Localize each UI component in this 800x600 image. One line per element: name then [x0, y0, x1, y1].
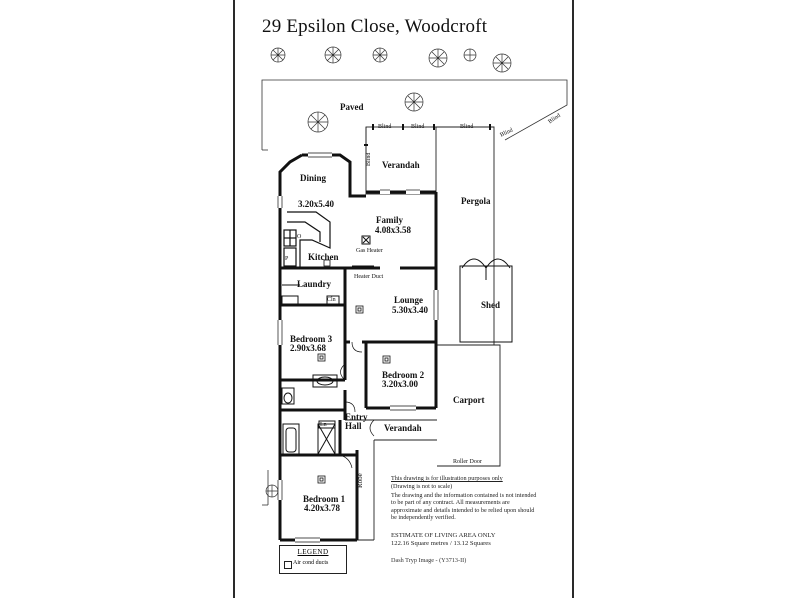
label-robe: Robe	[356, 473, 364, 488]
shrub-icon	[463, 48, 477, 62]
shower	[317, 423, 336, 455]
label-ln: Ln	[320, 422, 327, 428]
label-shed: Shed	[481, 300, 501, 310]
image-credit: Dash Tryp Image - (Y3713-II)	[391, 557, 467, 564]
shrub-icon	[372, 47, 388, 63]
label-blind-4: Blind	[366, 152, 372, 166]
site-boundary	[261, 79, 568, 150]
label-hall: Hall	[345, 421, 362, 431]
aircon-duct-icon	[323, 259, 331, 267]
label-lounge: Lounge	[394, 295, 424, 305]
label-carport: Carport	[453, 395, 485, 405]
shrub-icon	[270, 47, 286, 63]
label-verandah-rear: Verandah	[382, 160, 420, 170]
label-bedroom3: Bedroom 3	[290, 334, 333, 344]
dining-wall-west	[278, 153, 303, 268]
shrub-icon	[404, 92, 424, 112]
carport-outline	[437, 344, 501, 467]
vanity	[312, 374, 338, 388]
label-oven: O	[297, 234, 302, 240]
shrub-icon	[324, 46, 342, 64]
drawing-frame	[233, 0, 574, 598]
pergola-outline	[436, 126, 495, 346]
label-laundry: Laundry	[297, 279, 332, 289]
label-dining: Dining	[300, 173, 327, 183]
disclaimer-notes: This drawing is for illustration purpose…	[391, 475, 541, 522]
label-gas-heater: Gas Heater	[356, 248, 383, 254]
shrub-icon	[265, 484, 279, 498]
aircon-duct-legend-icon	[284, 561, 292, 569]
label-blind-3: Blind	[460, 124, 474, 130]
gas-heater-icon	[361, 235, 371, 245]
label-bedroom3-size: 2.90x3.68	[290, 343, 326, 353]
legend: LEGEND Air cond ducts	[279, 545, 347, 574]
label-pantry: P	[285, 256, 289, 262]
label-entry: Entry	[345, 412, 368, 422]
label-family: Family	[376, 215, 403, 225]
disclaimer-line2: (Drawing is not to scale)	[391, 483, 453, 491]
label-heater-duct: Heater Duct	[354, 274, 384, 280]
garden-shrubs	[265, 46, 512, 498]
shrub-icon	[428, 48, 448, 68]
shrub-icon	[492, 53, 512, 73]
label-kitchen: Kitchen	[308, 252, 339, 262]
label-dining-size: 3.20x5.40	[298, 199, 334, 209]
page-title: 29 Epsilon Close, Woodcroft	[262, 16, 488, 37]
disclaimer-line3: The drawing and the information containe…	[391, 491, 537, 522]
label-lounge-size: 5.30x3.40	[392, 305, 428, 315]
label-blind-1: Blind	[378, 124, 392, 130]
label-pergola: Pergola	[461, 196, 491, 206]
label-bedroom1: Bedroom 1	[303, 494, 346, 504]
bath	[282, 423, 300, 455]
label-roller-door: Roller Door	[453, 459, 482, 465]
shrub-icon	[307, 111, 329, 133]
estimate-value: 122.16 Square metres / 13.12 Squares	[391, 539, 491, 547]
aircon-duct-icon	[317, 353, 326, 362]
living-area-estimate: ESTIMATE OF LIVING AREA ONLY 122.16 Squa…	[391, 532, 561, 547]
label-bedroom2-size: 3.20x3.00	[382, 379, 418, 389]
label-bedroom2: Bedroom 2	[382, 370, 425, 380]
label-verandah-front: Verandah	[384, 423, 422, 433]
legend-item-label: Air cond ducts	[293, 560, 329, 566]
disclaimer-line1: This drawing is for illustration purpose…	[391, 475, 503, 482]
aircon-duct-icon	[355, 305, 364, 314]
label-bedroom1-size: 4.20x3.78	[304, 503, 340, 513]
label-family-size: 4.08x3.58	[375, 225, 411, 235]
estimate-heading: ESTIMATE OF LIVING AREA ONLY	[391, 532, 496, 539]
label-paved: Paved	[340, 102, 364, 112]
aircon-duct-icon	[317, 475, 326, 484]
label-blind-2: Blind	[411, 124, 425, 130]
kitchen-bench	[283, 211, 331, 268]
toilet	[281, 387, 295, 405]
legend-title: LEGEND	[297, 548, 329, 556]
aircon-duct-icon	[382, 355, 391, 364]
label-cln: Cln	[327, 297, 336, 303]
